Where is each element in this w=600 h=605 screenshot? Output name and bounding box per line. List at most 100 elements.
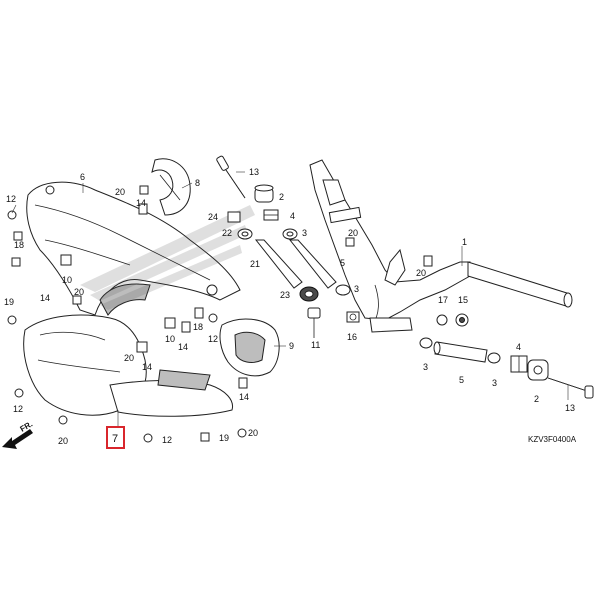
part-4-clip-upper[interactable] [263,209,279,221]
callout-20-bottom: 20 [58,436,68,446]
callout-8: 8 [195,178,200,188]
callout-14-mid: 14 [142,362,152,372]
part-2-collar-lower[interactable] [527,359,549,381]
callout-22: 22 [222,228,232,238]
part-23-collar[interactable] [299,286,319,302]
callout-10-center: 10 [165,334,175,344]
part-14-clip-center-lower[interactable] [136,341,148,353]
part-2-collar-upper[interactable] [254,184,274,203]
callout-1: 1 [462,237,467,247]
part-20-screw-bottom-right[interactable] [237,428,247,438]
callout-18-left: 18 [14,240,24,250]
part-3-bushing-mid[interactable] [335,284,351,296]
callout-3-lower-right: 3 [492,378,497,388]
part-17-washer[interactable] [436,314,448,326]
highlight-box [106,426,125,449]
callout-19-left: 19 [4,297,14,307]
part-14-screw-left[interactable] [11,257,21,267]
callout-18-center: 18 [193,322,203,332]
callout-11: 11 [311,340,320,350]
part-19-screw-bottom[interactable] [200,432,210,442]
part-24-nut[interactable] [227,211,241,223]
part-20-clip-left[interactable] [139,185,149,195]
callout-12-bottom-left: 12 [13,404,23,414]
part-10-nut-left[interactable] [60,254,72,266]
part-12-screw-bottom-center[interactable] [143,433,153,443]
part-3-bushing-upper[interactable] [282,228,298,240]
part-16-nut[interactable] [346,311,360,323]
callout-12-center-right: 12 [208,334,218,344]
part-18-clip-center[interactable] [194,307,204,319]
callout-17: 17 [438,295,448,305]
part-13-long-bolt-lower[interactable] [547,377,594,399]
callout-2-lower: 2 [534,394,539,404]
part-9-inner-cover[interactable] [219,318,280,377]
part-14-screw-center[interactable] [138,203,148,215]
callout-6: 6 [80,172,85,182]
callout-4-upper: 4 [290,211,295,221]
part-19-screw-left[interactable] [7,315,17,325]
part-14-clip-center-right[interactable] [181,321,191,333]
part-1-handlebar[interactable] [309,159,573,333]
callout-labels: 1 2 2 3 3 3 3 4 4 5 5 6 8 9 10 10 11 12 … [4,167,575,446]
part-20-screw-bottom[interactable] [58,415,68,425]
callout-10-left: 10 [62,275,72,285]
callout-14-left: 14 [40,293,50,303]
callout-19-bottom: 19 [219,433,229,443]
part-3-bushing-lower-right[interactable] [487,352,501,364]
callout-12-bottom-center: 12 [162,435,172,445]
part-22-bushing[interactable] [237,228,253,240]
part-12-screw-bottom-left[interactable] [14,388,24,398]
callout-9: 9 [289,341,294,351]
callout-5-upper: 5 [340,258,345,268]
callout-7: 7 [112,433,118,445]
callout-16: 16 [347,332,357,342]
part-12-screw-top-left[interactable] [7,210,17,220]
brand-wing-watermark [80,205,255,310]
part-8-meter-bracket[interactable] [151,158,191,216]
callout-13-lower: 13 [565,403,575,413]
part-7-handlebar-lower-cover[interactable] [23,314,234,417]
callout-2-upper: 2 [279,192,284,202]
callout-5-lower: 5 [459,375,464,385]
callout-3-lower-left: 3 [423,362,428,372]
part-10-nut-center[interactable] [164,317,176,329]
part-15-cap[interactable] [455,313,469,327]
callout-23: 23 [280,290,290,300]
callout-20-top: 20 [115,187,125,197]
callout-21: 21 [250,259,260,269]
callout-20-bottom-right: 20 [248,428,258,438]
part-21-pipe[interactable] [254,239,303,289]
part-14-screw-lower-right[interactable] [238,377,248,389]
callout-15: 15 [458,295,468,305]
part-20-clip-center[interactable] [72,295,82,305]
part-5-pipe-lower[interactable] [433,341,488,363]
callout-13-upper: 13 [249,167,259,177]
callout-14-top: 14 [136,198,146,208]
part-20-clip-right[interactable] [423,255,433,267]
callout-20-mid: 20 [348,228,358,238]
part-11-bolt[interactable] [307,307,321,338]
part-12-screw-center-right[interactable] [208,313,218,323]
part-4-clip-lower[interactable] [510,355,528,373]
callout-20-center: 20 [124,353,134,363]
diagram-code: KZV3F0400A [528,435,577,444]
callout-24: 24 [208,212,218,222]
part-3-bushing-lower-left[interactable] [419,337,433,349]
callout-3-upper: 3 [302,228,307,238]
callout-4-lower: 4 [516,342,521,352]
part-6-handlebar-upper-cover[interactable] [26,181,241,316]
leader-lines [11,171,569,428]
part-13-long-bolt-upper[interactable] [216,155,246,199]
front-direction-indicator: FR. [2,419,34,449]
part-20-clip-mid[interactable] [345,237,355,247]
part-5-pipe-upper[interactable] [288,239,337,289]
callout-7-highlight[interactable]: 7 [106,426,125,449]
callout-20-right: 20 [416,268,426,278]
callout-12-top-left: 12 [6,194,16,204]
callout-20-left: 20 [74,287,84,297]
callout-14-lower-right: 14 [239,392,249,402]
part-18-clip-left[interactable] [13,231,23,241]
